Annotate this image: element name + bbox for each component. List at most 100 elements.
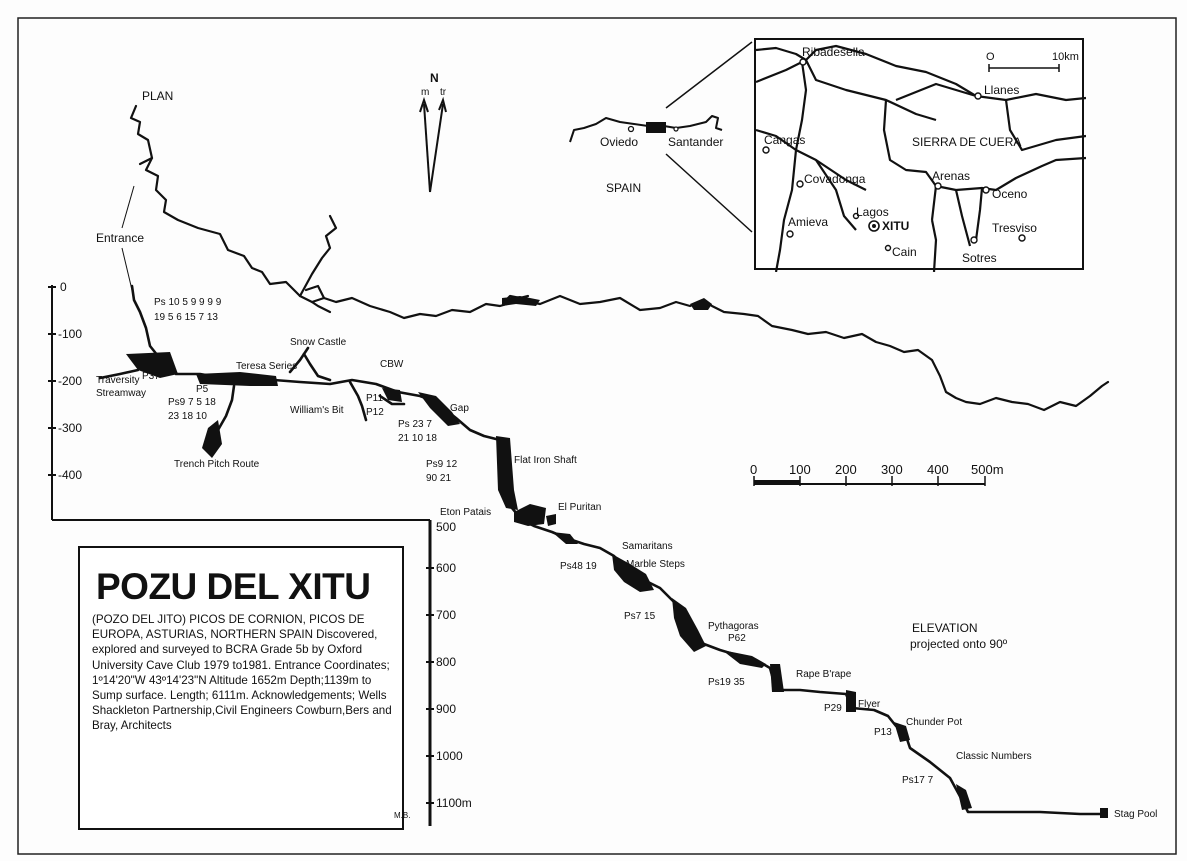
inset-place-label: Covadonga — [804, 172, 866, 186]
inset-place-label: Tresviso — [992, 221, 1037, 235]
inset-map: Ribadesella Llanes Cangas Covadonga Aren… — [754, 38, 1086, 272]
depth-tick: 600 — [436, 561, 457, 575]
inset-place-label: Cain — [892, 245, 917, 259]
inset-place-label: Arenas — [932, 169, 971, 183]
distance-tick: 200 — [835, 462, 857, 477]
inset-place-label: Ribadesella — [802, 45, 865, 59]
signature: M.B. — [394, 811, 411, 820]
cave-description: (POZO DEL JITO) PICOS DE CORNION, PICOS … — [92, 613, 392, 733]
cave-title: POZU DEL XITU — [96, 566, 371, 607]
el-puritan-label: El Puritan — [558, 502, 602, 513]
williams-bit-label: William's Bit — [290, 405, 344, 416]
depth-tick: -400 — [58, 468, 83, 482]
north-label: N — [430, 71, 439, 85]
depth-tick: 800 — [436, 655, 457, 669]
pitch-series-label: Ps17 7 — [902, 775, 934, 786]
spain-city-label: Santander — [668, 135, 724, 149]
p5-label: P5 — [196, 384, 209, 395]
cbw-label: CBW — [380, 359, 404, 370]
distance-tick: 300 — [881, 462, 903, 477]
inset-pointer-lines — [665, 41, 753, 233]
distance-tick: 400 — [927, 462, 949, 477]
plan-chamber-1 — [502, 296, 540, 306]
elevation-projection-label: projected onto 90º — [910, 637, 1008, 651]
depth-scale-lower — [426, 520, 434, 826]
inset-place-label: Lagos — [856, 205, 889, 219]
xitu-region-marker — [646, 122, 666, 133]
marble-steps-label: Marble Steps — [626, 559, 685, 570]
pitch-series-label: 21 10 18 — [398, 433, 437, 444]
depth-tick: 900 — [436, 702, 457, 716]
pitch-series-label: Ps 10 5 9 9 9 9 — [154, 297, 222, 308]
inset-place-label: Oceno — [992, 187, 1028, 201]
chunder-pot-label: Chunder Pot — [906, 717, 963, 728]
entrance-label: Entrance — [96, 231, 145, 245]
classic-numbers-label: Classic Numbers — [956, 751, 1032, 762]
inset-range-label: SIERRA DE CUERA — [912, 135, 1022, 149]
depth-tick: 1000 — [436, 749, 463, 763]
snow-castle-label: Snow Castle — [290, 337, 347, 348]
title-box: POZU DEL XITU (POZO DEL JITO) PICOS DE C… — [78, 546, 404, 830]
trench-pitch-label: Trench Pitch Route — [174, 459, 260, 470]
elevation-shafts — [126, 352, 1108, 818]
pitch-series-label: 19 5 6 15 7 13 — [154, 312, 218, 323]
pitch-series-label: Ps9 7 5 18 — [168, 397, 216, 408]
teresa-series-label: Teresa Series — [236, 361, 298, 372]
rape-brape-label: Rape B'rape — [796, 669, 852, 680]
pitch-series-label: Ps9 12 — [426, 459, 458, 470]
p13-label: P13 — [874, 727, 892, 738]
depth-tick: -100 — [58, 327, 83, 341]
depth-scale-upper — [48, 285, 430, 521]
pitch-series-label: 23 18 10 — [168, 411, 207, 422]
depth-tick: 700 — [436, 608, 457, 622]
depth-tick: -200 — [58, 374, 83, 388]
inset-scale-label: 10km — [1052, 51, 1079, 63]
traversity-label: Traversity — [96, 375, 140, 386]
pitch-series-label: Ps7 15 — [624, 611, 656, 622]
inset-scale-label: O — [986, 51, 995, 63]
inset-place-label: Sotres — [962, 251, 997, 265]
inset-place-label: Cangas — [764, 133, 806, 147]
gap-label: Gap — [450, 403, 469, 414]
distance-scale-bar — [753, 476, 986, 486]
inset-place-label: Amieva — [788, 215, 829, 229]
elevation-label: ELEVATION — [912, 621, 978, 635]
pitch-series-label: Ps48 19 — [560, 561, 597, 572]
flyer-label: Flyer — [858, 699, 881, 710]
distance-tick: 100 — [789, 462, 811, 477]
p37-label: P37 — [142, 371, 160, 382]
true-north-label: tr — [440, 87, 447, 98]
spain-country-label: SPAIN — [606, 181, 642, 195]
eton-palais-label: Eton Patais — [440, 507, 492, 518]
p11-label: P11 — [366, 393, 384, 404]
oviedo-dot — [627, 125, 635, 133]
distance-tick: 0 — [750, 462, 758, 477]
magnetic-north-label: m — [421, 87, 430, 98]
pitch-series-label: 90 21 — [426, 473, 452, 484]
inset-roads — [756, 44, 1086, 272]
flat-iron-shaft-label: Flat Iron Shaft — [514, 455, 577, 466]
p62-label: P62 — [728, 633, 746, 644]
distance-tick: 500m — [971, 462, 1004, 477]
pitch-series-label: Ps19 35 — [708, 677, 745, 688]
plan-chamber-2 — [690, 298, 712, 310]
depth-tick: 1100m — [436, 796, 472, 810]
inset-xitu-label: XITU — [882, 219, 910, 233]
traversity-label: Streamway — [96, 388, 147, 399]
pitch-series-label: Ps 23 7 — [398, 419, 432, 430]
north-arrow — [419, 96, 447, 193]
stag-pool-label: Stag Pool — [1114, 809, 1158, 820]
pythagoras-label: Pythagoras — [708, 621, 759, 632]
santander-dot — [673, 126, 679, 132]
entrance-leader — [121, 185, 135, 291]
plan-label: PLAN — [142, 89, 174, 103]
depth-tick: -300 — [58, 421, 83, 435]
spain-city-label: Oviedo — [600, 135, 639, 149]
p29-label: P29 — [824, 703, 842, 714]
page-frame — [17, 17, 1177, 855]
depth-tick: 500 — [436, 520, 457, 534]
depth-tick: 0 — [60, 280, 67, 294]
inset-place-label: Llanes — [984, 83, 1020, 97]
